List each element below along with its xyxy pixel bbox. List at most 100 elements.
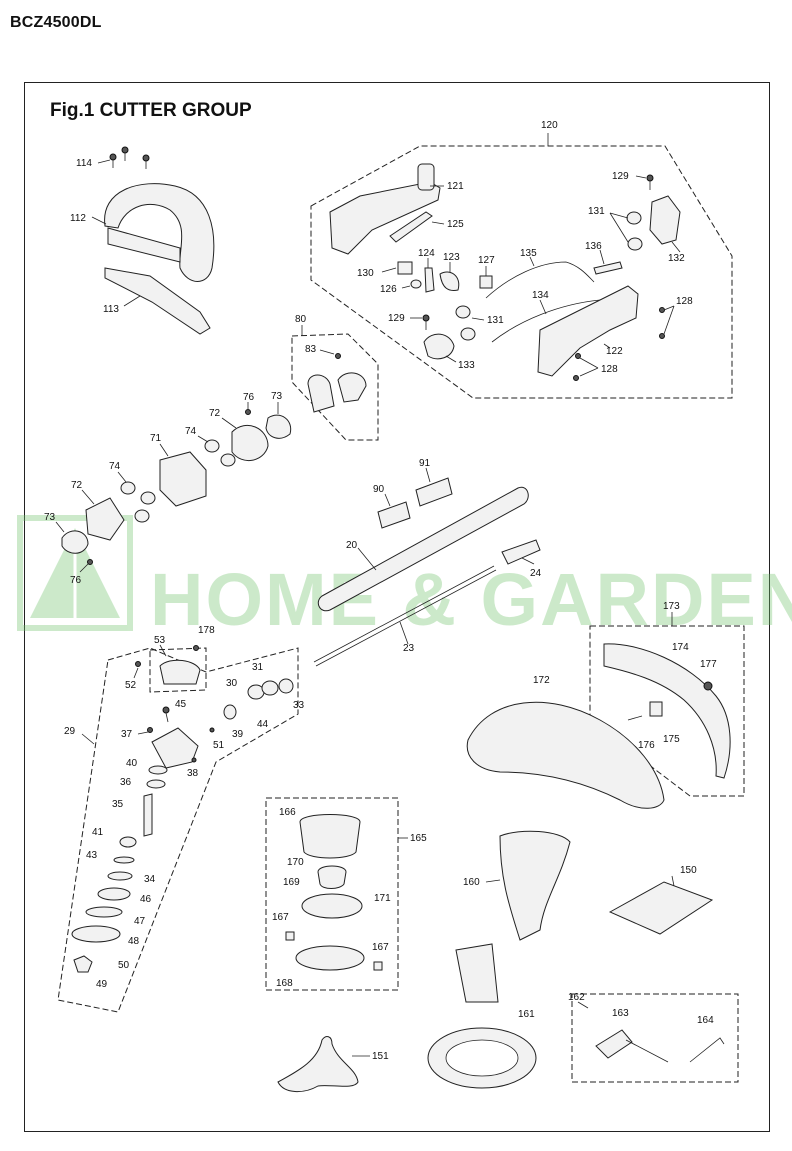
- label-112: 112: [70, 213, 86, 224]
- screw-128-a: [659, 307, 665, 313]
- label-47: 47: [134, 916, 146, 927]
- pin-51: [209, 727, 215, 733]
- plate-73-upper: [265, 414, 292, 439]
- label-74-upper: 74: [185, 426, 197, 437]
- figure-title: Fig.1 CUTTER GROUP: [50, 100, 252, 121]
- spring-126: [410, 279, 422, 289]
- spool-base-168: [295, 945, 365, 971]
- barrier-113: [104, 267, 211, 335]
- bolt-178: [193, 645, 199, 651]
- label-30: 30: [226, 678, 238, 689]
- label-29: 29: [64, 726, 76, 737]
- screw-129-top: [646, 174, 654, 182]
- label-37: 37: [121, 729, 133, 740]
- label-177: 177: [700, 659, 717, 670]
- washer-43: [113, 856, 135, 864]
- drive-shaft-23: [313, 565, 495, 663]
- label-168: 168: [276, 978, 293, 989]
- group-120-outline: [310, 145, 733, 399]
- plate-73-lower: [61, 530, 89, 554]
- loop-handle-bracket: [107, 227, 181, 263]
- cable-134: [491, 299, 601, 343]
- label-173: 173: [663, 601, 680, 612]
- label-164: 164: [697, 1015, 714, 1026]
- washer-41: [119, 836, 137, 848]
- label-40: 40: [126, 758, 138, 769]
- screw-128-c: [575, 353, 581, 359]
- label-48: 48: [128, 936, 140, 947]
- group-29-outline: [57, 647, 299, 1013]
- plate-72-lower: [85, 497, 125, 541]
- label-33: 33: [293, 700, 305, 711]
- label-136: 136: [585, 241, 602, 252]
- label-43: 43: [86, 850, 98, 861]
- label-125: 125: [447, 219, 464, 230]
- cup-46: [97, 887, 131, 901]
- group-162-outline: [571, 993, 739, 1083]
- screw-38: [191, 757, 197, 763]
- guard-bracket-53: [159, 659, 201, 685]
- blade-175: [649, 701, 663, 717]
- label-46: 46: [140, 894, 152, 905]
- spindle-35: [143, 793, 153, 837]
- label-126: 126: [380, 284, 397, 295]
- label-162: 162: [568, 992, 585, 1003]
- label-51: 51: [213, 740, 225, 751]
- label-127: 127: [478, 255, 495, 266]
- label-50: 50: [118, 960, 130, 971]
- label-123: 123: [443, 252, 460, 263]
- collar-131-c: [455, 305, 471, 319]
- label-128-lower: 128: [601, 364, 618, 375]
- label-38: 38: [187, 768, 199, 779]
- handle-clip: [417, 163, 435, 191]
- bolt-45: [162, 706, 170, 714]
- washer-40: [148, 765, 168, 775]
- label-133: 133: [458, 360, 475, 371]
- trigger-123: [439, 271, 460, 291]
- clutch-housing-71: [159, 451, 207, 507]
- label-73-lower: 73: [44, 512, 56, 523]
- nut-177: [703, 681, 713, 691]
- screw-128-d: [573, 375, 579, 381]
- washer-36: [146, 779, 166, 789]
- label-174: 174: [672, 642, 689, 653]
- pin-124: [424, 267, 435, 293]
- label-161: 161: [518, 1009, 535, 1020]
- screw-129-lower: [422, 314, 430, 322]
- label-36: 36: [120, 777, 132, 788]
- cable-135: [485, 261, 595, 299]
- label-176: 176: [638, 740, 655, 751]
- loop-handle-112: [104, 183, 215, 282]
- group-80-outline: [291, 333, 379, 441]
- label-76-upper: 76: [243, 392, 255, 403]
- plate-72-upper: [231, 425, 269, 461]
- eyelet-167-b: [373, 961, 383, 971]
- label-134: 134: [532, 290, 549, 301]
- watermark: HOME & GARDEN: [17, 515, 792, 641]
- sleeve-91: [415, 477, 453, 507]
- label-74-lower: 74: [109, 461, 121, 472]
- label-163: 163: [612, 1008, 629, 1019]
- label-166: 166: [279, 807, 296, 818]
- bolt-83: [335, 353, 341, 359]
- screw-76-lower: [87, 559, 93, 565]
- damper-74-upper: [204, 439, 220, 453]
- label-120: 120: [541, 120, 558, 131]
- label-71: 71: [150, 433, 162, 444]
- model-number: BCZ4500DL: [10, 14, 102, 31]
- screw-128-b: [659, 333, 665, 339]
- label-170: 170: [287, 857, 304, 868]
- cover-133: [423, 333, 455, 360]
- label-23: 23: [403, 643, 415, 654]
- label-45: 45: [175, 699, 187, 710]
- label-169: 169: [283, 877, 300, 888]
- label-83: 83: [305, 344, 317, 355]
- guard-extension-174: [603, 643, 731, 779]
- clamp-half-b: [337, 372, 367, 403]
- label-171: 171: [374, 893, 391, 904]
- cover-48: [71, 925, 121, 943]
- switch-127: [479, 275, 493, 289]
- diagram-frame: [24, 82, 770, 1132]
- label-39: 39: [232, 729, 244, 740]
- label-131-lower: 131: [487, 315, 504, 326]
